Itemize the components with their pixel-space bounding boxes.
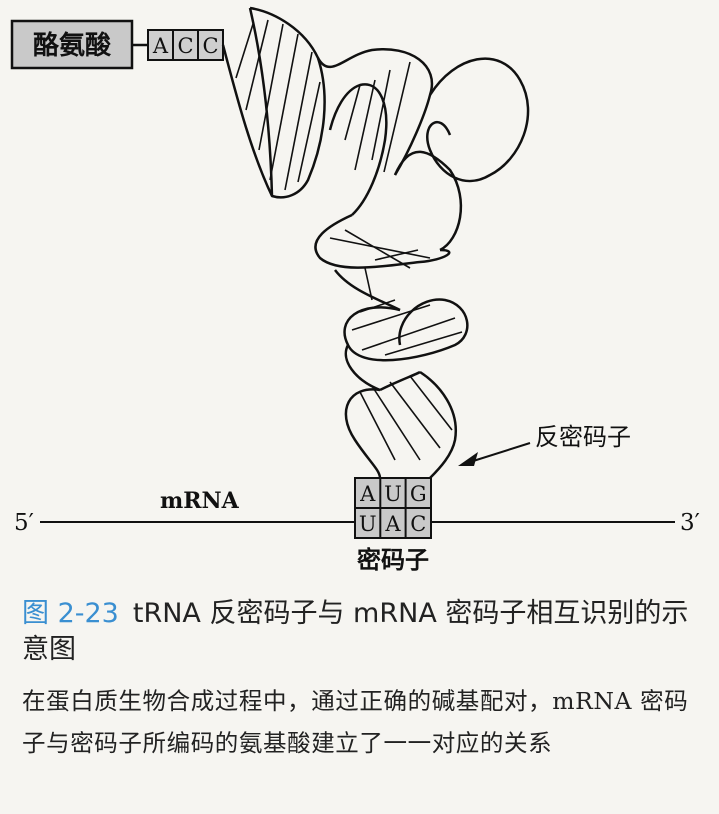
codon-base-3: C — [410, 512, 426, 536]
codon-label: 密码子 — [357, 546, 429, 574]
five-prime-label: 5′ — [14, 510, 34, 536]
figure-title: tRNA 反密码子与 mRNA 密码子相互识别的示意图 — [22, 598, 689, 665]
acceptor-base-1: A — [152, 34, 169, 58]
acceptor-bases: A C C — [147, 29, 224, 61]
figure-description: 在蛋白质生物合成过程中，通过正确的碱基配对，mRNA 密码子与密码子所编码的氨基… — [22, 687, 689, 757]
acceptor-base-3: C — [202, 34, 218, 58]
codon-base-2: A — [384, 512, 401, 536]
codon-base-1: U — [359, 512, 377, 536]
trna-diagram: 酪氨酸 A C C — [10, 6, 700, 574]
mrna-label: mRNA — [160, 488, 240, 514]
amino-acid-box: 酪氨酸 — [10, 19, 134, 70]
codon-bases: U A C — [354, 507, 432, 539]
amino-acid-label: 酪氨酸 — [33, 30, 112, 61]
anticodon-base-3: G — [410, 482, 427, 506]
anticodon-arrow — [458, 442, 531, 466]
anticodon-base-1: A — [359, 482, 376, 506]
acceptor-base-2: C — [177, 34, 193, 58]
trna-ribbon — [221, 6, 530, 479]
three-prime-label: 3′ — [680, 510, 700, 536]
anticodon-base-2: U — [384, 482, 402, 506]
anticodon-label: 反密码子 — [535, 423, 631, 451]
figure-number: 图 2-23 — [22, 598, 119, 629]
anticodon-bases: A U G — [354, 477, 432, 509]
